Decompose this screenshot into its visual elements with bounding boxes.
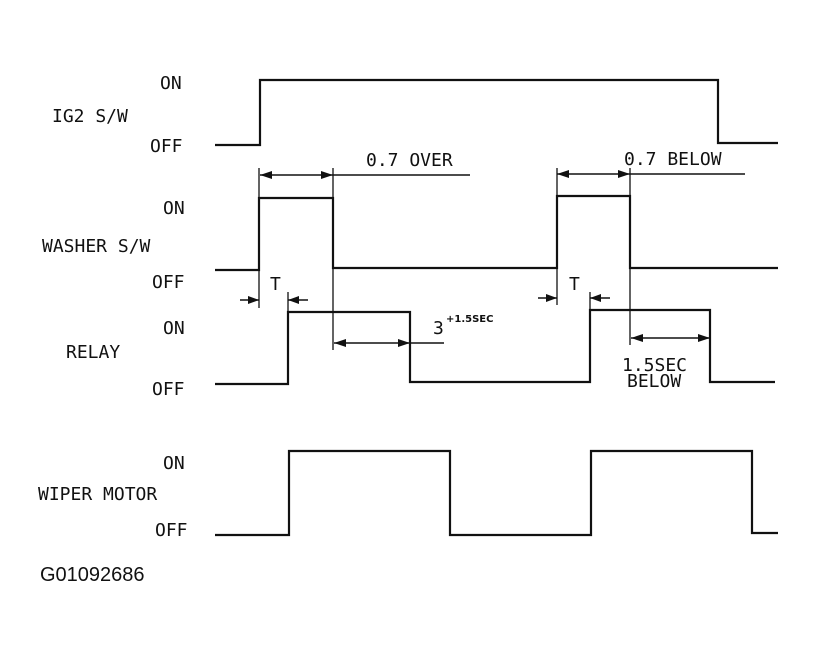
relay-off-label: OFF: [152, 379, 185, 400]
label-relay-hold-sup: +1.5SEC: [446, 314, 493, 325]
label-relay-hold-base: 3: [433, 318, 444, 339]
wiper-motor-waveform: [215, 449, 778, 537]
dim-relay-hold-2: [631, 334, 710, 342]
label-t2: T: [569, 274, 580, 295]
dim-t2: [538, 294, 610, 302]
relay-on-label: ON: [163, 318, 185, 339]
washer-off-label: OFF: [152, 272, 185, 293]
relay-waveform: [215, 308, 775, 386]
ig2-signal-name: IG2 S/W: [52, 106, 128, 127]
wiper-off-label: OFF: [155, 520, 188, 541]
label-t1: T: [270, 274, 281, 295]
label-delay-line1: 1.5SEC: [622, 355, 687, 376]
label-0-7-below: 0.7 BELOW: [624, 149, 722, 170]
ig2-on-label: ON: [160, 73, 182, 94]
ig2-off-label: OFF: [150, 136, 183, 157]
dim-0-7-over: [260, 171, 470, 179]
label-delay-line2: BELOW: [627, 371, 681, 392]
wiper-on-label: ON: [163, 453, 185, 474]
washer-signal-name: WASHER S/W: [42, 236, 151, 257]
label-0-7-over: 0.7 OVER: [366, 150, 453, 171]
wiper-signal-name: WIPER MOTOR: [38, 484, 157, 505]
figure-id: G01092686: [40, 564, 145, 586]
dim-0-7-below: [557, 170, 745, 178]
ig2-waveform: [215, 78, 778, 147]
washer-waveform: [215, 194, 778, 272]
dim-t1: [240, 296, 308, 304]
relay-signal-name: RELAY: [66, 342, 120, 363]
washer-on-label: ON: [163, 198, 185, 219]
dim-relay-hold-1: [334, 339, 444, 347]
